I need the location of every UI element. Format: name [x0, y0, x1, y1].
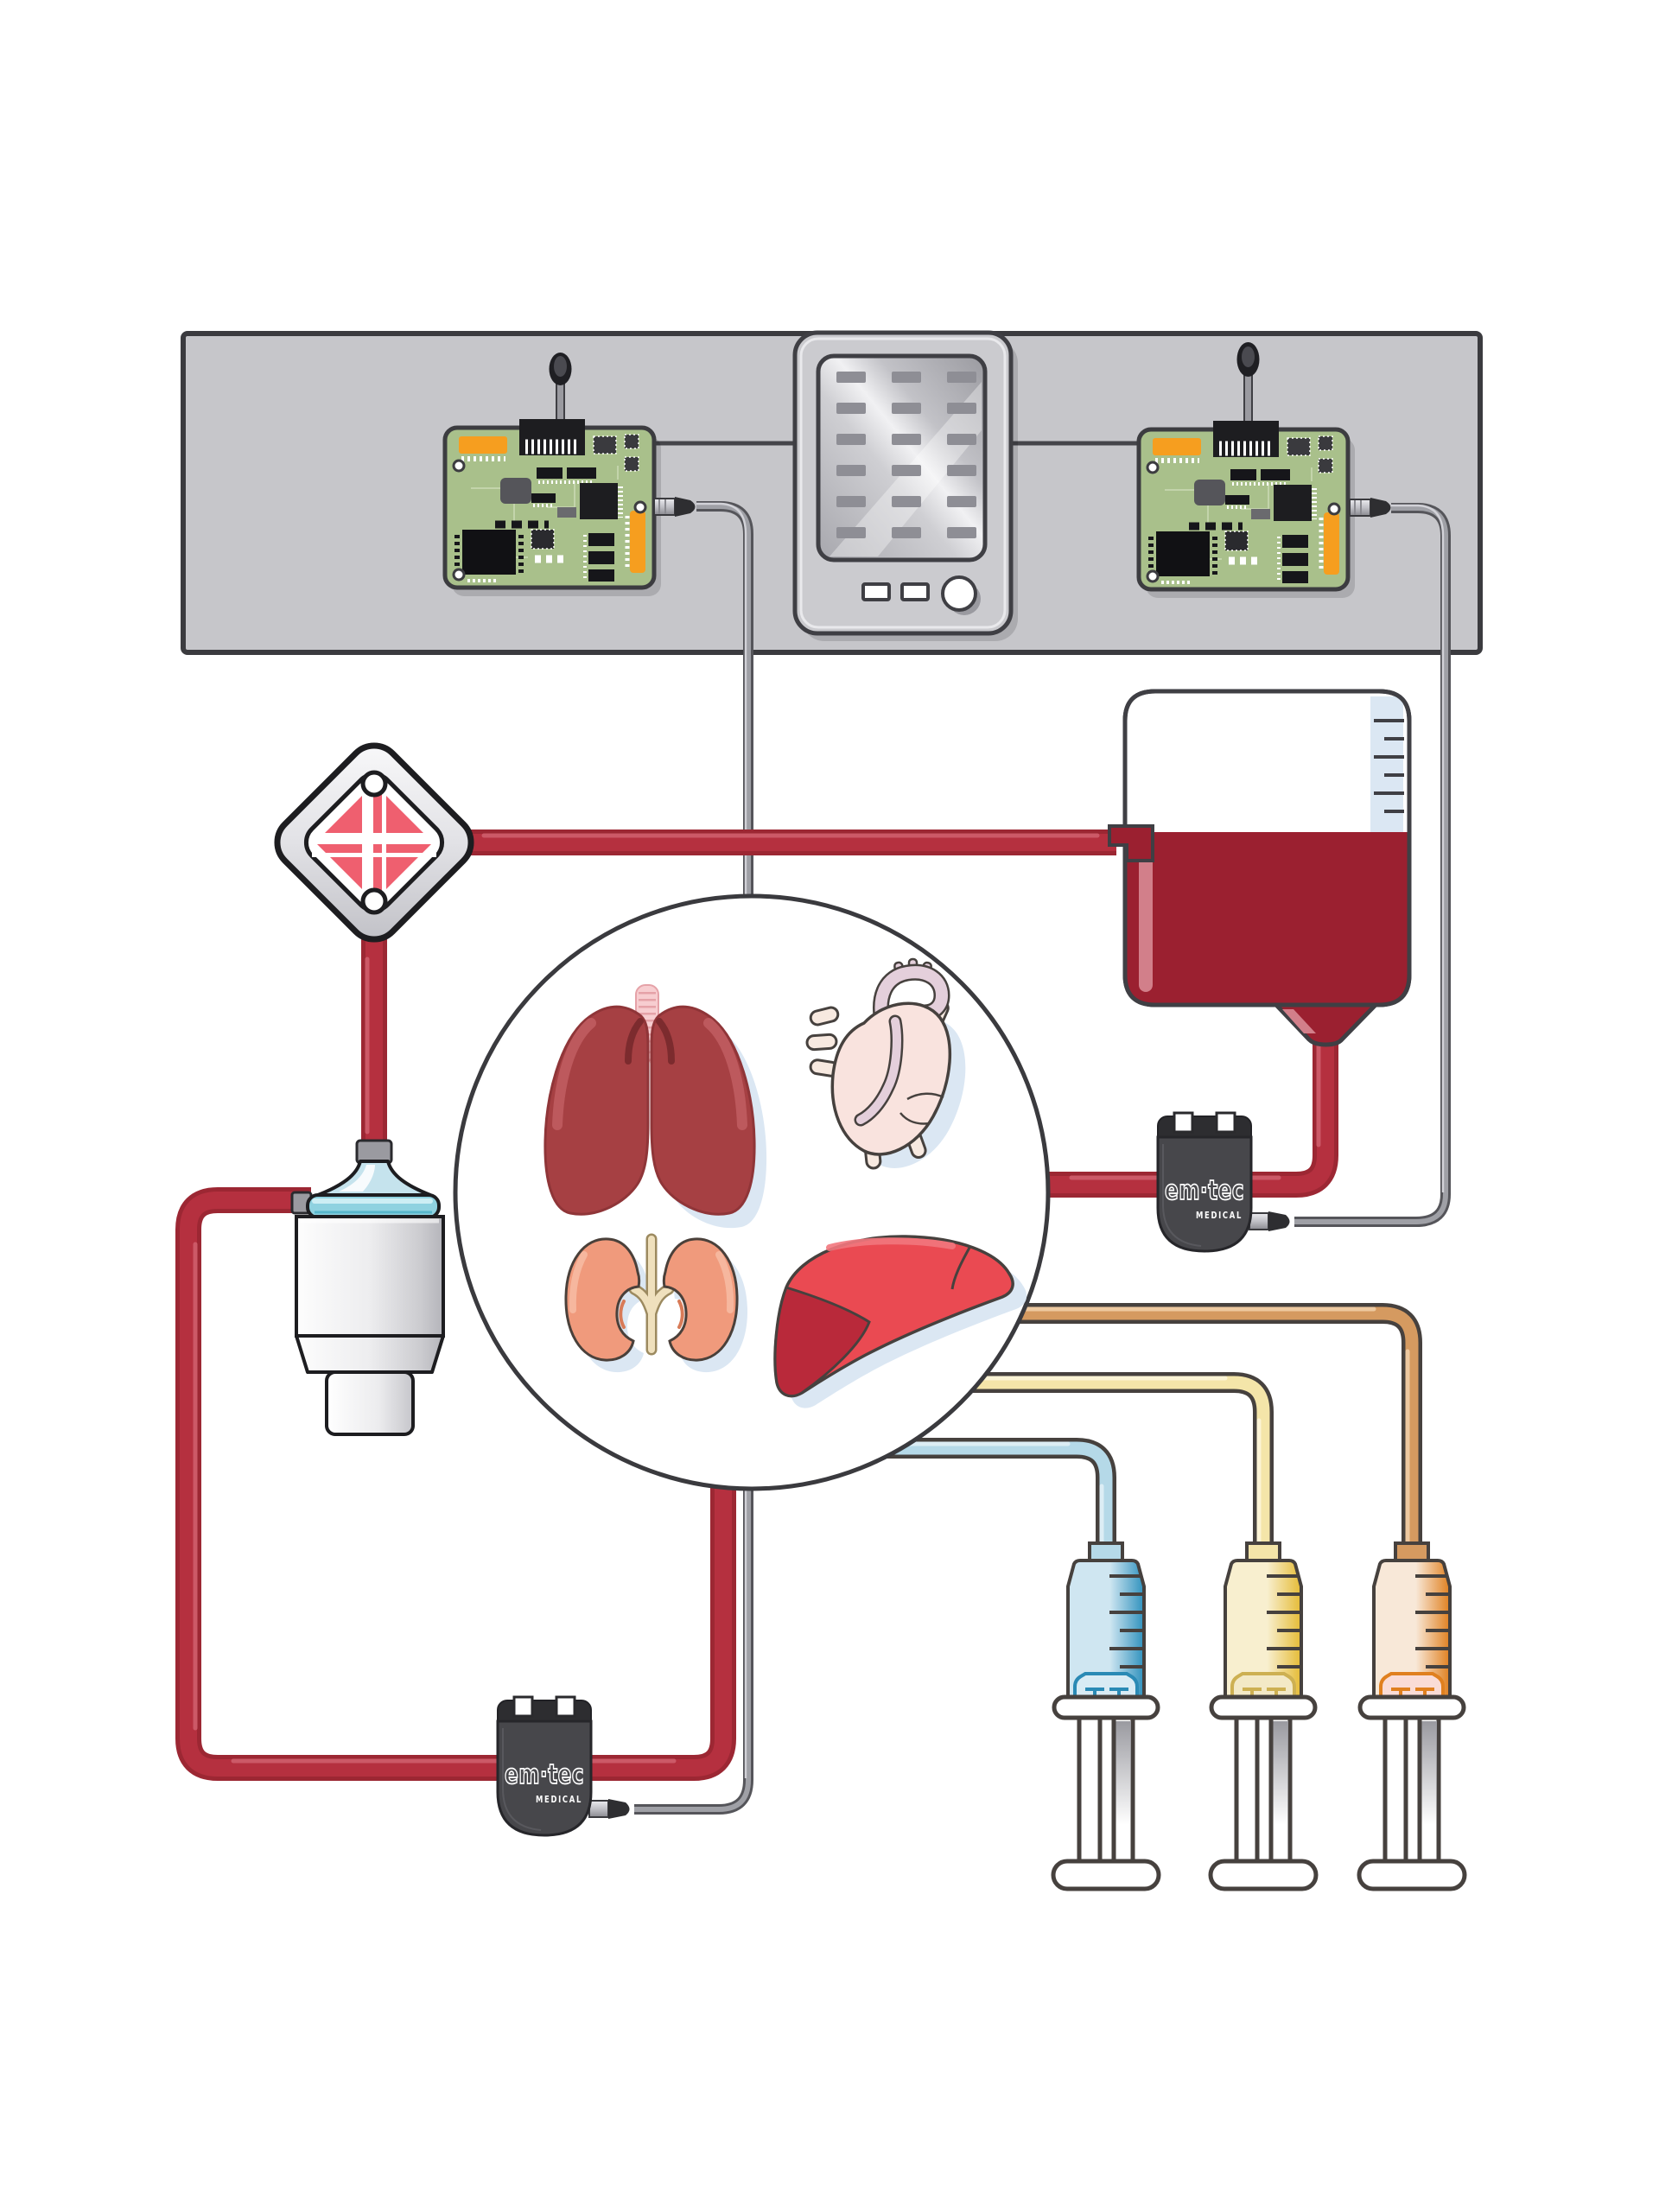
- syringe-orange: [994, 1303, 1467, 1891]
- blood-tubing-circuit: [175, 830, 1338, 1781]
- screen-dash: [947, 403, 976, 414]
- monitor-button-2[interactable]: [900, 582, 930, 601]
- screen-readout-rows: [836, 372, 976, 538]
- screen-dash: [836, 496, 866, 507]
- circuit-board-right-icon: [1139, 421, 1348, 589]
- monitor-knob[interactable]: [941, 575, 977, 612]
- barrel-flange: [1052, 1694, 1160, 1720]
- filter-icon: [274, 742, 474, 943]
- sensor-division-label: MEDICAL: [536, 1794, 582, 1805]
- sensor-cable-right: [1294, 503, 1451, 1227]
- pump-icon: [290, 1139, 445, 1436]
- screen-dash: [836, 403, 866, 414]
- antenna-left-icon: [549, 353, 572, 433]
- organ-circle: [453, 893, 1051, 1491]
- sensor-brand-label: em·tec: [505, 1759, 584, 1790]
- screen-dash: [947, 434, 976, 445]
- screen-dash: [836, 527, 866, 538]
- screen-dash: [836, 372, 866, 383]
- screen-dash: [892, 527, 921, 538]
- screen-dash: [836, 434, 866, 445]
- kidneys-icon: [564, 1233, 748, 1373]
- screen-dash: [892, 465, 921, 476]
- sensor-division-label: MEDICAL: [1196, 1210, 1243, 1221]
- infusion-syringes: [874, 1303, 1467, 1891]
- sensor-plug-icon: [1268, 1211, 1290, 1231]
- heart-icon: [805, 957, 966, 1170]
- control-panel: [181, 330, 1483, 655]
- screen-dash: [892, 434, 921, 445]
- monitor-button-1[interactable]: [861, 582, 891, 601]
- screen-dash: [892, 372, 921, 383]
- bag-graduation-ticks: [1374, 719, 1404, 813]
- barrel-flange: [1357, 1694, 1466, 1720]
- cable-jack-left-icon: [653, 497, 696, 517]
- bag-inlet-port: [1108, 824, 1154, 862]
- bag-outlet-funnel: [1274, 1002, 1378, 1047]
- screen-dash: [892, 496, 921, 507]
- screen-dash: [892, 403, 921, 414]
- plunger-thumb-rest: [1357, 1859, 1467, 1891]
- display-monitor: [792, 330, 1018, 641]
- syringe-yellow: [950, 1372, 1319, 1891]
- barrel-flange: [1209, 1694, 1318, 1720]
- syringe-blue: [874, 1438, 1161, 1891]
- blood-bag-icon: [1108, 689, 1412, 1047]
- plunger-seal: [1230, 1672, 1296, 1700]
- plunger-seal: [1379, 1672, 1445, 1700]
- screen-dash: [947, 372, 976, 383]
- flow-sensor-bottom: em·tec MEDICAL: [496, 1695, 630, 1837]
- plunger-thumb-rest: [1208, 1859, 1319, 1891]
- sensor-plug-icon: [608, 1799, 630, 1819]
- plunger-seal: [1073, 1672, 1139, 1700]
- sensor-brand-label: em·tec: [1165, 1175, 1244, 1206]
- flow-sensor-right: em·tec MEDICAL: [1156, 1111, 1290, 1253]
- screen-dash: [947, 527, 976, 538]
- blood-volume: [1125, 832, 1409, 1005]
- screen-dash: [947, 496, 976, 507]
- circuit-board-left-icon: [445, 419, 654, 588]
- liver-icon: [773, 1235, 1027, 1408]
- cable-jack-right-icon: [1349, 498, 1391, 518]
- plunger-thumb-rest: [1051, 1859, 1161, 1891]
- screen-dash: [836, 465, 866, 476]
- antenna-right-icon: [1236, 342, 1260, 433]
- lungs-icon: [543, 984, 767, 1229]
- screen-dash: [947, 465, 976, 476]
